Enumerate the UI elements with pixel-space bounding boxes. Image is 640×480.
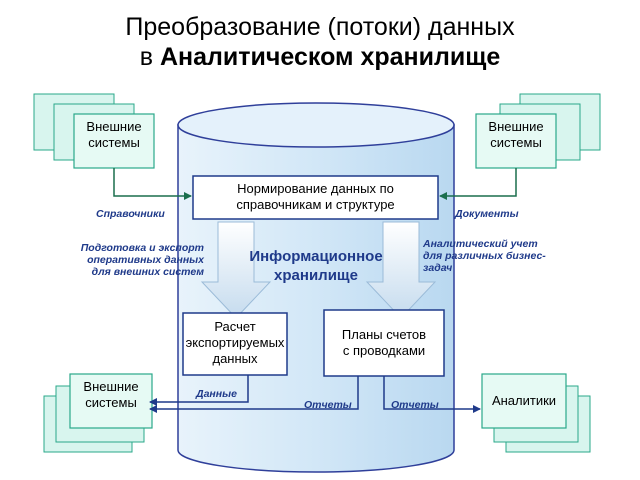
label-docs: Документы <box>455 208 519 220</box>
connector-reports-left <box>149 376 359 413</box>
external-systems-top-left-label: Внешние системы <box>86 119 142 150</box>
external-systems-top-right-stack <box>475 93 601 169</box>
external-systems-bottom-left-stack <box>43 373 153 453</box>
label-refs: Справочники <box>96 208 165 220</box>
label-analytic: Аналитический учет для различных бизнес-… <box>423 238 546 274</box>
external-systems-bottom-left-label: Внешние системы <box>83 379 139 410</box>
external-systems-top-left-stack <box>33 93 155 169</box>
down-arrow-right <box>365 221 437 319</box>
analytics-stack <box>481 373 591 453</box>
label-data: Данные <box>196 388 237 400</box>
normalize-label: Нормирование данных по справочникам и ст… <box>236 181 395 212</box>
external-systems-top-right-label: Внешние системы <box>488 119 544 150</box>
analytics-label: Аналитики <box>491 393 557 408</box>
subtitle-prefix: в <box>139 43 154 71</box>
label-reports-right: Отчеты <box>391 399 439 411</box>
down-arrow-left <box>200 221 272 319</box>
connector-refs <box>113 168 192 200</box>
page-title: Преобразование (потоки) данных <box>125 13 515 41</box>
label-prep: Подготовка и экспорт оперативных данных … <box>80 242 204 278</box>
calc-box <box>182 312 288 376</box>
normalize-box <box>192 175 439 220</box>
connector-docs <box>439 168 517 200</box>
page-subtitle: в Аналитическом хранилище <box>0 42 640 72</box>
subtitle-bold: Аналитическом хранилище <box>159 43 501 71</box>
label-reports-left: Отчеты <box>304 399 352 411</box>
plans-label: Планы счетов с проводками <box>341 327 427 358</box>
calc-label: Расчет экспортируемых данных <box>185 319 285 366</box>
connector-reports-right <box>383 376 481 413</box>
storage-label: Информационное хранилище <box>249 248 383 284</box>
connector-data <box>149 375 249 406</box>
